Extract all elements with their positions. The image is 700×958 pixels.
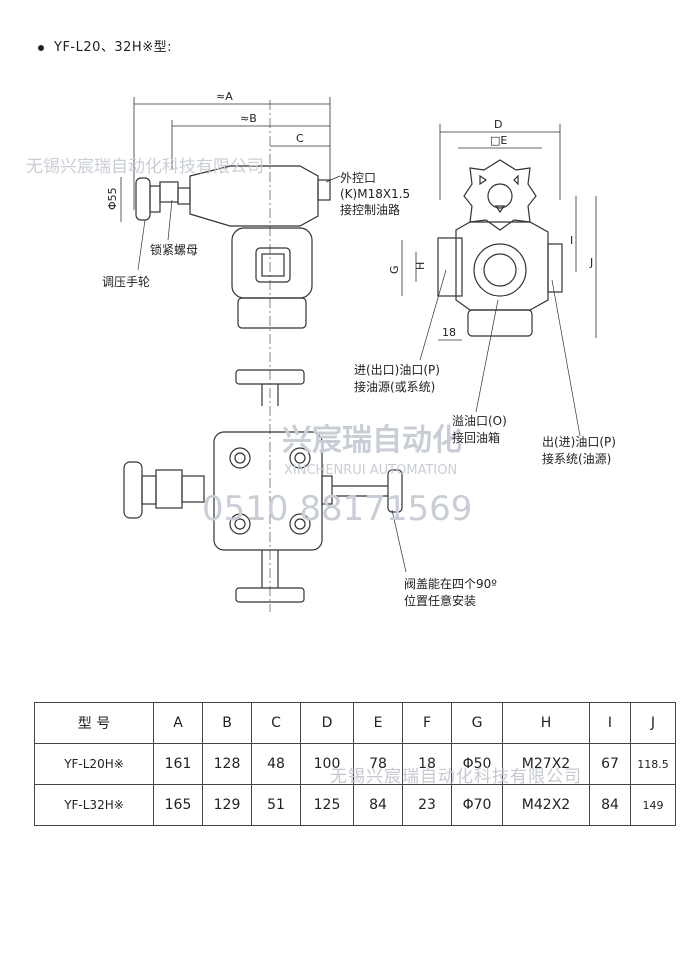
header-j: J xyxy=(630,702,676,744)
dim-phi55: Φ55 xyxy=(106,187,119,210)
header-model: 型 号 xyxy=(34,702,154,744)
dim-h: H xyxy=(414,262,427,270)
cell-b: 129 xyxy=(202,784,252,826)
label-ext-control-2: (K)M18X1.5 xyxy=(340,187,410,201)
header-i: I xyxy=(589,702,631,744)
cell-d: 125 xyxy=(300,784,354,826)
cell-b: 128 xyxy=(202,743,252,785)
watermark-company-table: 无锡兴宸瑞自动化科技有限公司 xyxy=(330,767,582,787)
dim-d: D xyxy=(494,118,502,131)
cell-j: 149 xyxy=(630,784,676,826)
dim-a: ≈A xyxy=(216,90,233,103)
cell-model: YF-L32H※ xyxy=(34,784,154,826)
dim-j: J xyxy=(589,256,593,269)
header-c: C xyxy=(251,702,301,744)
header-h: H xyxy=(502,702,590,744)
valve-drawing: 无锡兴宸瑞自动化科技有限公司 兴宸瑞自动化 XINCHENRUI AUTOMAT… xyxy=(26,90,616,612)
table-row: YF-L32H※ 165 129 51 125 84 23 Φ70 M42X2 … xyxy=(34,784,676,826)
label-cover-1: 阀盖能在四个90º xyxy=(404,577,497,591)
top-view xyxy=(123,369,407,603)
cell-i: 67 xyxy=(589,743,631,785)
dim-b: ≈B xyxy=(240,112,257,125)
cell-j: 118.5 xyxy=(630,743,676,785)
cell-model: YF-L20H※ xyxy=(34,743,154,785)
front-view xyxy=(401,124,597,437)
label-ext-control-3: 接控制油路 xyxy=(340,202,400,217)
dim-18: 18 xyxy=(442,326,456,339)
dim-e: □E xyxy=(490,134,507,147)
dim-c: C xyxy=(296,132,304,145)
label-overflow-2: 接回油箱 xyxy=(452,430,500,445)
label-ext-control-1: 外控口 xyxy=(340,171,376,185)
header-a: A xyxy=(153,702,203,744)
section-heading: YF-L20、32H※型: xyxy=(38,36,172,55)
cell-a: 161 xyxy=(153,743,203,785)
cell-f: 23 xyxy=(402,784,452,826)
header-g: G xyxy=(451,702,503,744)
bullet-icon xyxy=(38,44,44,51)
cell-e: 78 xyxy=(353,743,403,785)
watermark-company-top: 无锡兴宸瑞自动化科技有限公司 xyxy=(26,157,264,177)
table-header-row: 型 号 A B C D E F G H I J xyxy=(34,702,676,744)
label-outlet-2: 接系统(油源) xyxy=(542,451,611,466)
label-inlet-1: 进(出口)油口(P) xyxy=(354,363,440,377)
header-f: F xyxy=(402,702,452,744)
header-d: D xyxy=(300,702,354,744)
label-outlet-1: 出(进)油口(P) xyxy=(542,435,616,449)
label-inlet-2: 接油源(或系统) xyxy=(354,379,435,394)
header-b: B xyxy=(202,702,252,744)
cell-c: 51 xyxy=(251,784,301,826)
cell-a: 165 xyxy=(153,784,203,826)
cell-g: Φ50 xyxy=(451,743,503,785)
cell-h: M27X2 xyxy=(502,743,590,785)
side-view xyxy=(120,97,341,612)
heading-text: YF-L20、32H※型: xyxy=(54,40,172,55)
label-lock-nut: 锁紧螺母 xyxy=(150,242,198,257)
dimensions-table: 型 号 A B C D E F G H I J YF-L20H※ 161 128… xyxy=(34,702,676,826)
watermark-brand-en: XINCHENRUI AUTOMATION xyxy=(284,463,457,478)
label-cover-2: 位置任意安装 xyxy=(404,593,476,608)
label-overflow-1: 溢油口(O) xyxy=(452,414,507,428)
cell-c: 48 xyxy=(251,743,301,785)
watermark-phone: 0510 88171569 xyxy=(202,489,472,529)
cell-i: 84 xyxy=(589,784,631,826)
cell-e: 84 xyxy=(353,784,403,826)
header-e: E xyxy=(353,702,403,744)
cell-h: M42X2 xyxy=(502,784,590,826)
watermark-brand-cn: 兴宸瑞自动化 xyxy=(282,423,462,458)
dim-g: G xyxy=(388,265,401,274)
cell-g: Φ70 xyxy=(451,784,503,826)
label-handwheel: 调压手轮 xyxy=(102,275,150,289)
dim-i: I xyxy=(570,234,573,247)
cell-d: 100 xyxy=(300,743,354,785)
